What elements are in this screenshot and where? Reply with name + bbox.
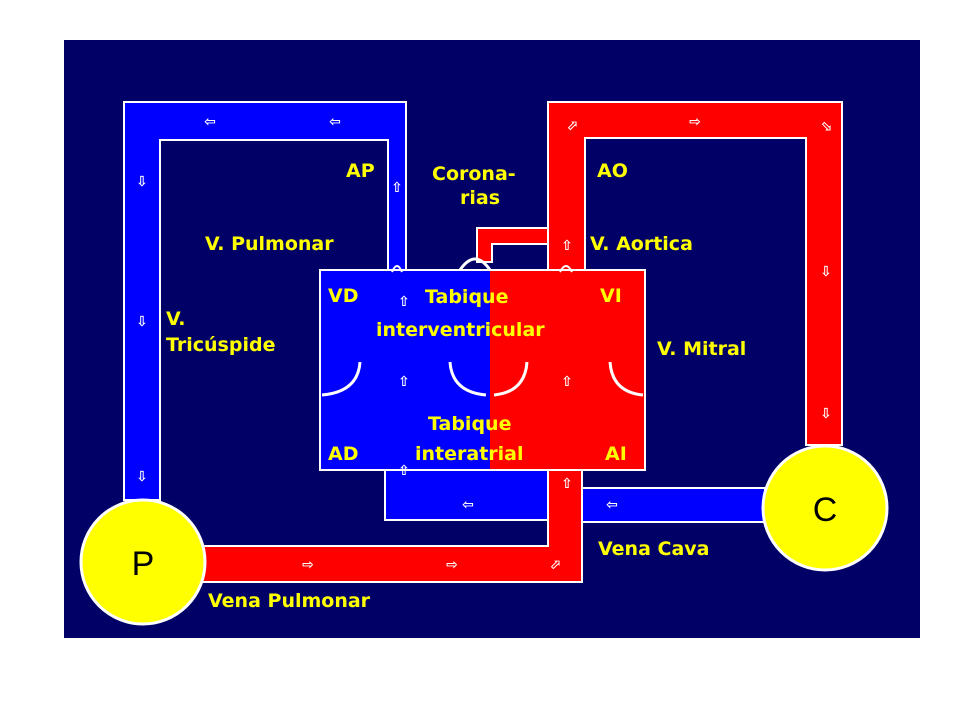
arrow-up-icon: ⇧ — [391, 180, 403, 196]
flow-arrows: ⇦ ⇦ ⇩ ⇩ ⇩ ⇧ ⇧ ⇧ ⇧ ⇦ ⇦ ⬀ ⇨ ⬂ ⇩ ⇩ ⇧ ⇧ ⇧ ⇨ … — [136, 114, 832, 573]
label-tabique-interventricular-line1: Tabique — [425, 286, 508, 308]
label-tabique-interventricular-line2: interventricular — [376, 319, 545, 341]
label-v-tricuspide-line1: V. — [166, 308, 185, 330]
arrow-up-right-icon: ⬀ — [549, 557, 561, 573]
right-heart-chamber — [320, 270, 490, 470]
arrow-up-icon: ⇧ — [561, 238, 573, 254]
label-vena-cava: Vena Cava — [598, 538, 710, 560]
systemic-circuit — [197, 101, 843, 583]
arrow-down-icon: ⇩ — [820, 264, 832, 280]
label-tabique-interatrial-line1: Tabique — [428, 413, 511, 435]
label-coronarias-line1: Corona- — [432, 163, 516, 185]
pulmonary-node: P — [79, 498, 207, 626]
arrow-up-icon: ⇧ — [398, 374, 410, 390]
arrow-right-icon: ⇨ — [446, 557, 458, 573]
arrow-up-icon: ⇧ — [398, 294, 410, 310]
label-v-mitral: V. Mitral — [657, 338, 746, 360]
coronary-valve — [458, 257, 492, 271]
systemic-node: C — [761, 444, 889, 572]
label-vena-pulmonar: Vena Pulmonar — [208, 590, 371, 612]
arrow-up-icon: ⇧ — [561, 374, 573, 390]
label-v-aortica: V. Aortica — [590, 233, 693, 255]
label-v-tricuspide-line2: Tricúspide — [166, 334, 275, 356]
arrow-up-icon: ⇧ — [398, 463, 410, 479]
arrow-left-icon: ⇦ — [204, 114, 216, 130]
mitral-valve-left-cusp — [493, 361, 529, 397]
label-coronarias-line2: rias — [460, 187, 500, 209]
arrow-left-icon: ⇦ — [462, 497, 474, 513]
mitral-valve-right-cusp — [608, 361, 644, 397]
label-ad: AD — [328, 443, 358, 465]
arrow-left-icon: ⇦ — [606, 497, 618, 513]
arrow-down-icon: ⇩ — [136, 314, 148, 330]
arrow-right-icon: ⇨ — [302, 557, 314, 573]
arrow-down-icon: ⇩ — [136, 469, 148, 485]
labels: AP AO Corona- rias V. Pulmonar V. Aortic… — [166, 160, 746, 612]
heart-outline — [319, 269, 646, 471]
label-vd: VD — [328, 285, 358, 307]
arrow-down-icon: ⇩ — [820, 406, 832, 422]
arrow-up-icon: ⇧ — [561, 476, 573, 492]
tricuspid-valve-left-cusp — [321, 361, 362, 397]
pulmonary-circuit — [123, 101, 766, 523]
systemic-node-label: C — [813, 491, 838, 529]
label-ai: AI — [605, 443, 627, 465]
arrow-right-icon: ⇨ — [689, 114, 701, 130]
arrow-up-right-icon: ⬀ — [566, 118, 578, 134]
label-tabique-interatrial-line2: interatrial — [415, 443, 524, 465]
heart — [319, 257, 646, 471]
label-ap: AP — [346, 160, 375, 182]
aortic-valve — [559, 265, 573, 273]
coronary-branch — [476, 227, 549, 263]
label-v-pulmonar: V. Pulmonar — [205, 233, 334, 255]
tricuspid-valve-right-cusp — [448, 361, 487, 397]
label-ao: AO — [597, 160, 628, 182]
label-vi: VI — [600, 285, 622, 307]
pulmonary-node-label: P — [132, 545, 155, 583]
left-heart-chamber — [490, 270, 645, 470]
arrow-left-icon: ⇦ — [329, 114, 341, 130]
arrow-down-right-icon: ⬂ — [820, 118, 832, 134]
arrow-down-icon: ⇩ — [136, 174, 148, 190]
pulmonary-valve — [391, 265, 403, 273]
